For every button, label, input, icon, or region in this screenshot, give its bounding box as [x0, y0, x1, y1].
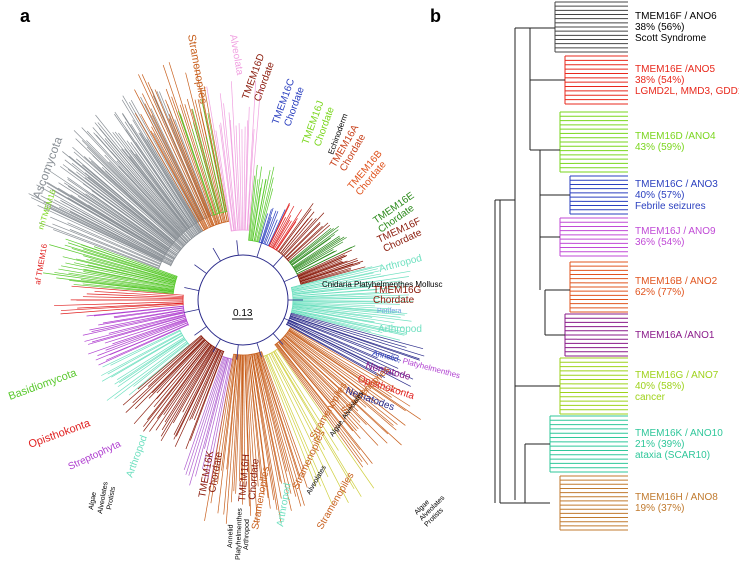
- label-cnidaria: Cnidaria Platyhelmenthes Mollusc: [322, 280, 443, 289]
- clade-label-line: 40% (58%): [635, 381, 685, 392]
- clade-label-line: 38% (54%): [635, 75, 685, 86]
- panel-a-letter: a: [20, 6, 31, 26]
- clade-label-line: ataxia (SCAR10): [635, 450, 711, 461]
- panel-b-letter: b: [430, 6, 441, 26]
- label-tmem16g: TMEM16G: [373, 285, 422, 296]
- clade-label-line: TMEM16G / ANO7: [635, 370, 719, 381]
- label-arthropod-right: Arthropod: [378, 324, 422, 335]
- clade-label-6: TMEM16A /ANO1: [635, 330, 714, 341]
- clade-label-line: TMEM16F / ANO6: [635, 11, 717, 22]
- label-alveolata-top: Alveolata: [227, 34, 245, 77]
- clade-label-line: cancer: [635, 392, 666, 403]
- clade-label-line: Scott Syndrome: [635, 33, 707, 44]
- label-porifera: Porifera: [377, 308, 402, 315]
- clade-label-line: LGMD2L, MMD3, GDD1: [635, 86, 739, 97]
- clade-label-line: TMEM16C / ANO3: [635, 179, 718, 190]
- label-arthropod-bottom: Arthropod: [275, 482, 293, 527]
- label-stramenopiles-top: Stramenopiles: [185, 33, 209, 105]
- clade-label-line: TMEM16A /ANO1: [635, 330, 715, 341]
- clade-label-line: Febrile seizures: [635, 201, 706, 212]
- label-protists-left: Protists: [106, 486, 117, 511]
- label-streptophyta: Streptophyta: [67, 439, 123, 473]
- label-tmem16h-chordate: Chordate: [247, 458, 262, 500]
- clade-label-line: 36% (54%): [635, 237, 685, 248]
- label-algae-left: Algae: [88, 491, 98, 510]
- radial-branches: [28, 62, 425, 525]
- clade-label-line: TMEM16B / ANO2: [635, 276, 718, 287]
- clade-label-line: TMEM16D /ANO4: [635, 131, 716, 142]
- clade-label-line: TMEM16K / ANO10: [635, 428, 723, 439]
- clade-label-line: TMEM16J / ANO9: [635, 226, 716, 237]
- clade-label-line: 38% (56%): [635, 22, 685, 33]
- clade-label-line: 62% (77%): [635, 287, 685, 298]
- label-arthropod-right-top: Arthropod: [378, 253, 423, 275]
- label-tmem16h: TMEM16H: [237, 454, 252, 503]
- label-platy-bottom: Platyhelmenthes: [235, 508, 244, 560]
- label-tmem16g-chordate: Chordate: [373, 295, 415, 306]
- clade-label-line: 19% (37%): [635, 503, 685, 514]
- scale-bar-label: 0.13: [233, 308, 253, 319]
- label-opisthokonta-left: Opisthokonta: [27, 417, 93, 451]
- label-arthropod-bottom-small: Arthropod: [243, 519, 251, 550]
- clade-label-line: TMEM16H / ANO8: [635, 492, 718, 503]
- clade-label-line: TMEM16E /ANO5: [635, 64, 716, 75]
- label-basidiomycota: Basidiomycota: [7, 367, 79, 403]
- clade-label-line: 21% (39%): [635, 439, 685, 450]
- clade-label-line: 43% (59%): [635, 142, 685, 153]
- label-annelid-bottom: Annelid: [227, 524, 235, 548]
- label-arthropod-left-bottom: Arthropod: [124, 434, 149, 479]
- clade-label-line: 40% (57%): [635, 190, 685, 201]
- label-af-tmem16: af TMEM16: [33, 243, 49, 286]
